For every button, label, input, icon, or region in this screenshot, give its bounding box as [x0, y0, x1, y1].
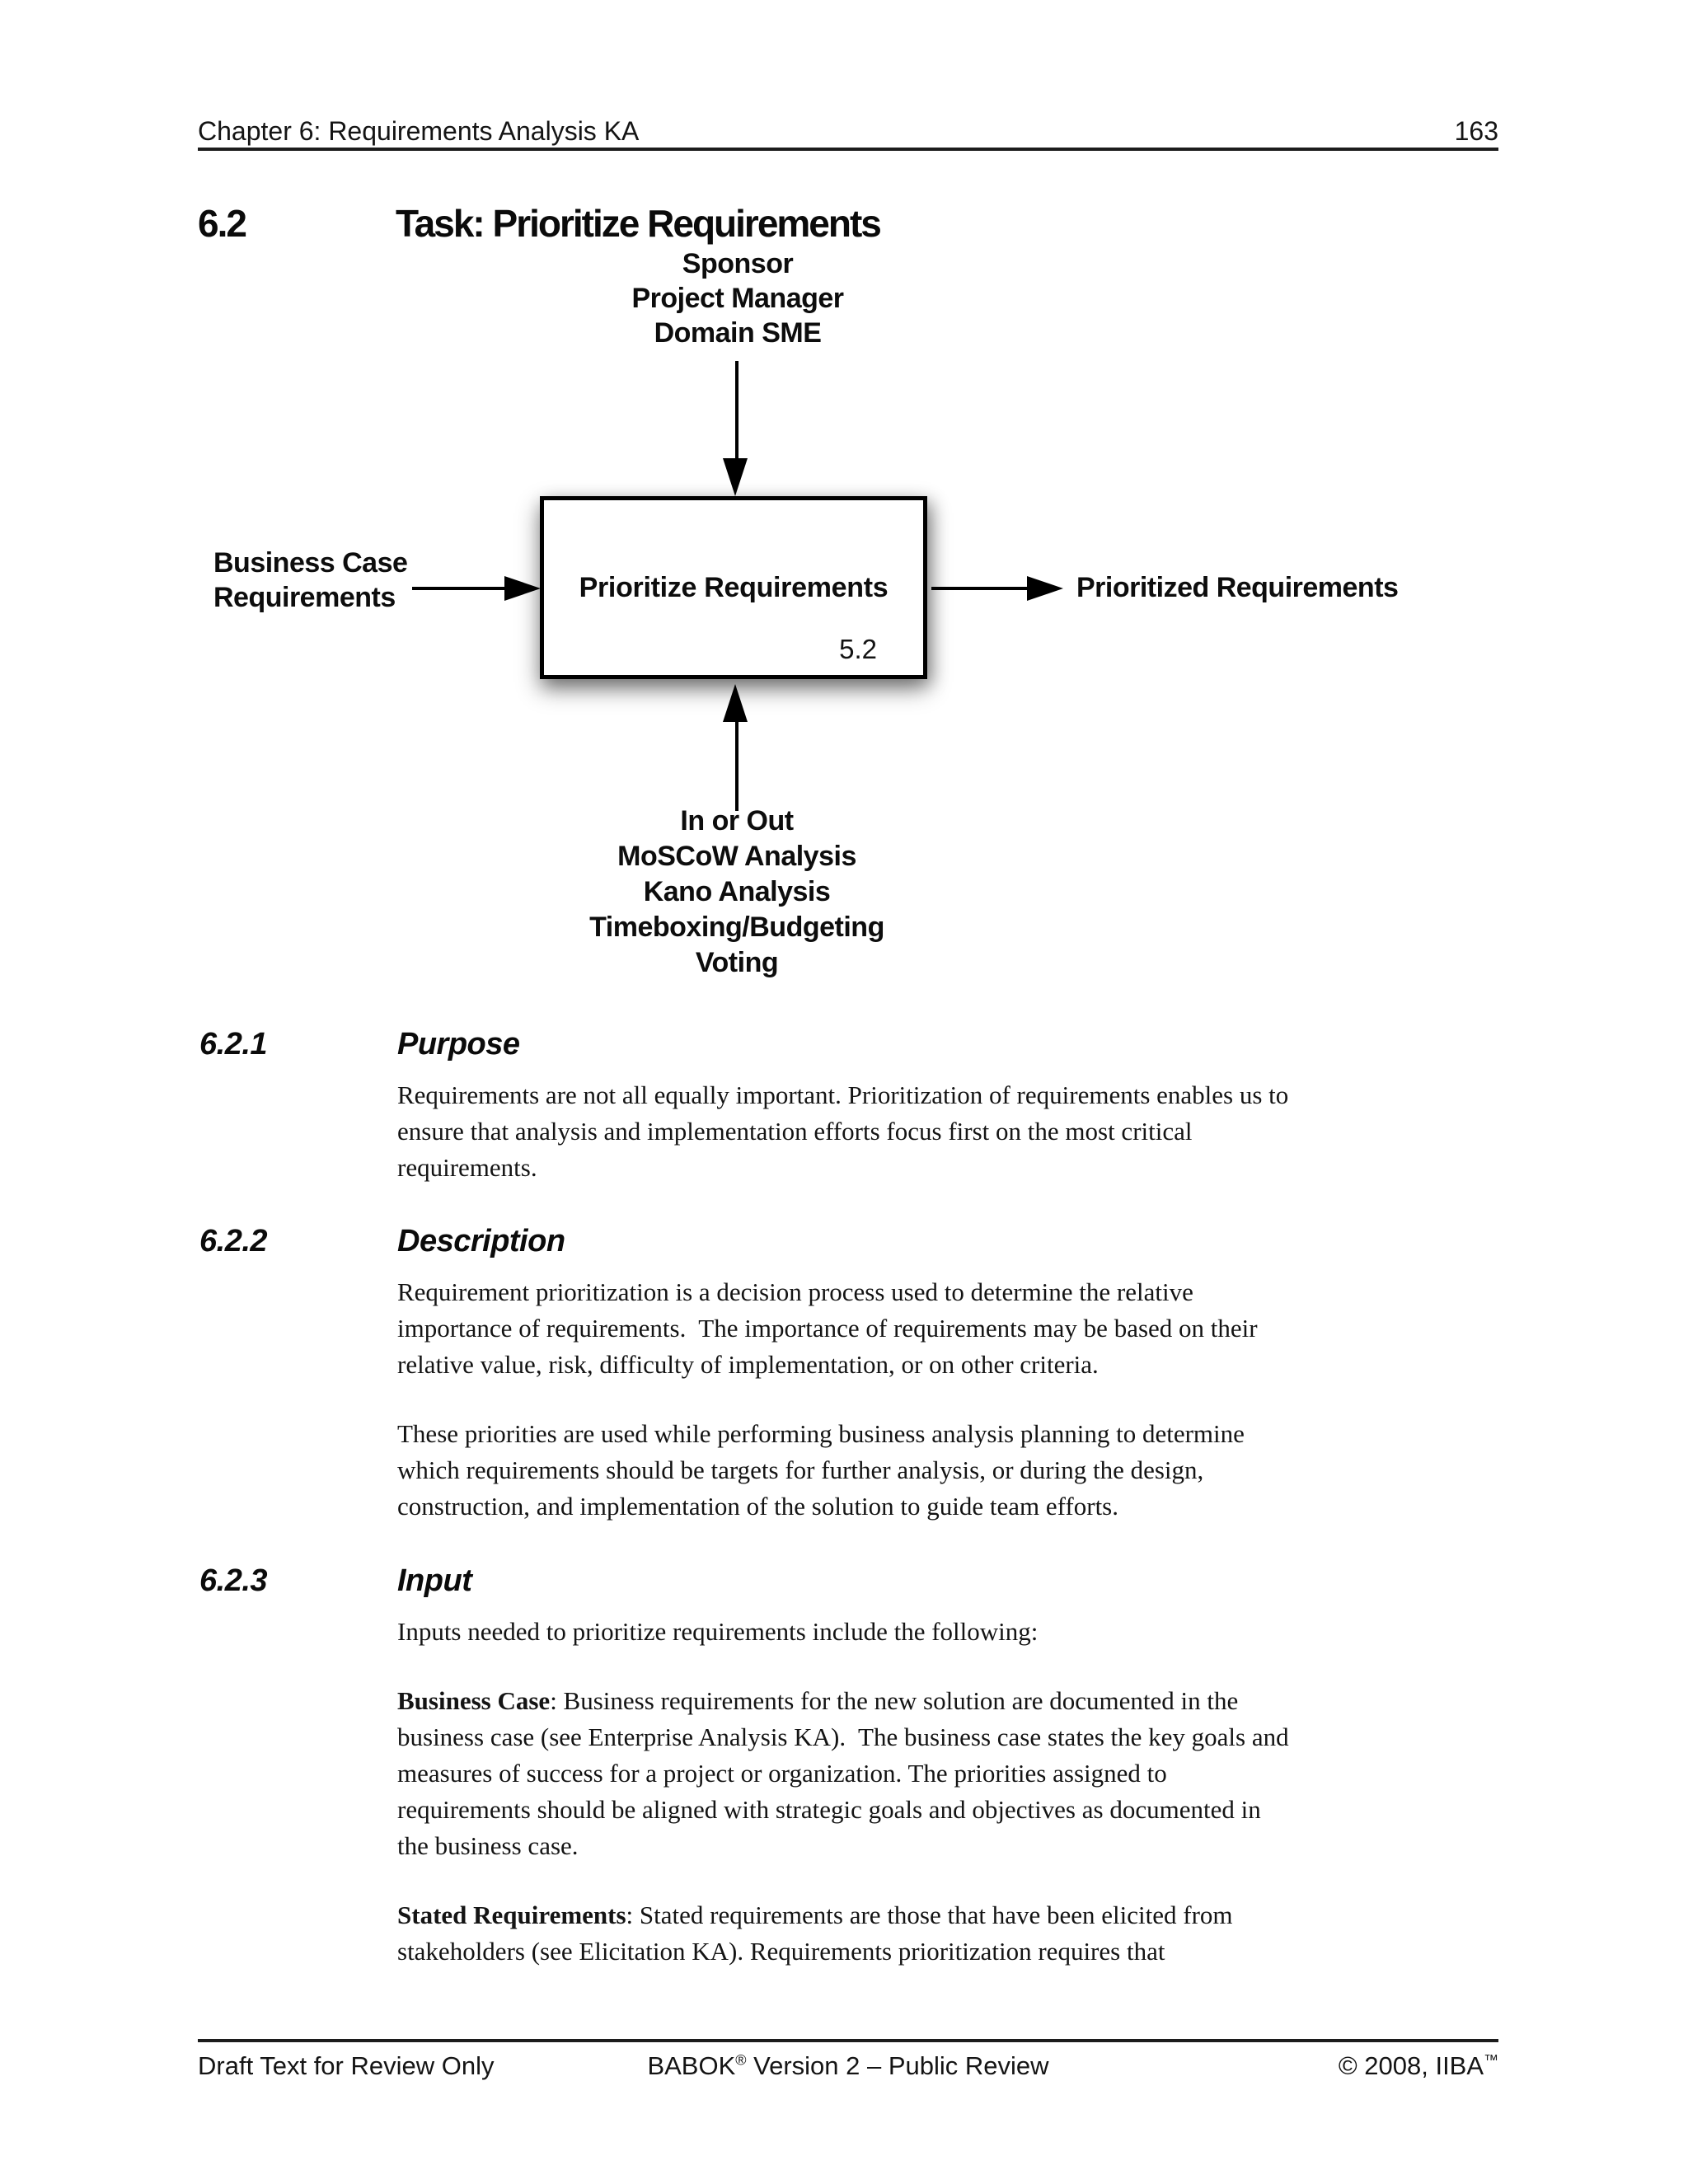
- input-label-line: Requirements: [213, 582, 396, 613]
- technique-label: Kano Analysis: [643, 876, 831, 907]
- page-header: Chapter 6: Requirements Analysis KA 163: [198, 110, 1498, 147]
- arrow-line-output: [931, 587, 1030, 590]
- arrow-line-input: [412, 587, 509, 590]
- footer-copyright: © 2008, IIBA™: [1116, 2051, 1498, 2081]
- process-box-title: Prioritize Requirements: [579, 571, 889, 603]
- arrow-right-icon-output: [1027, 576, 1063, 601]
- main-section-title: Task: Prioritize Requirements: [396, 202, 882, 245]
- section-number: 6.2.1: [199, 1027, 268, 1062]
- section-body: Inputs needed to prioritize requirements…: [397, 1614, 1551, 1970]
- arrow-line-top: [735, 361, 738, 460]
- footer-rule: [198, 2039, 1498, 2042]
- technique-label: Timeboxing/Budgeting: [589, 912, 884, 943]
- diagram-output-label: Prioritized Requirements: [1076, 572, 1399, 603]
- paragraph: These priorities are used while performi…: [397, 1416, 1551, 1525]
- registered-mark: ®: [735, 2051, 747, 2069]
- paragraph: Inputs needed to prioritize requirements…: [397, 1614, 1551, 1650]
- header-rule: [198, 148, 1498, 151]
- technique-label: Voting: [695, 947, 779, 978]
- arrow-right-icon-input: [504, 576, 541, 601]
- paragraph: Requirements are not all equally importa…: [397, 1077, 1551, 1186]
- section-title: Input: [397, 1563, 472, 1598]
- page-number: 163: [1454, 116, 1498, 146]
- main-section-heading: 6.2 Task: Prioritize Requirements: [198, 201, 882, 246]
- section-title: Description: [397, 1224, 565, 1258]
- section-heading: 6.2.2 Description: [199, 1221, 1551, 1261]
- paragraph-text: These priorities are used while performi…: [397, 1419, 1245, 1521]
- input-label-line: Business Case: [213, 547, 408, 579]
- paragraph-lead: Business Case: [397, 1686, 551, 1715]
- section-heading: 6.2.1 Purpose: [199, 1024, 1551, 1064]
- footer-document-title: BABOK® Version 2 – Public Review: [580, 2051, 1116, 2081]
- process-box: Prioritize Requirements 5.2: [540, 496, 927, 679]
- paragraph: Requirement prioritization is a decision…: [397, 1274, 1551, 1383]
- technique-label: MoSCoW Analysis: [617, 841, 856, 872]
- page-footer: Draft Text for Review Only BABOK® Versio…: [198, 2051, 1498, 2081]
- paragraph-text: : Stated requirements are those that hav…: [397, 1900, 1233, 1966]
- trademark-mark: ™: [1484, 2051, 1499, 2069]
- arrow-line-bottom: [735, 720, 738, 811]
- copyright-text: © 2008, IIBA: [1338, 2051, 1484, 2080]
- paragraph-text: : Business requirements for the new solu…: [397, 1686, 1289, 1860]
- process-box-number: 5.2: [839, 634, 877, 664]
- paragraph-text: Requirements are not all equally importa…: [397, 1080, 1289, 1182]
- section-body: Requirement prioritization is a decision…: [397, 1274, 1551, 1525]
- paragraph-lead: Stated Requirements: [397, 1900, 626, 1929]
- paragraph: Business Case: Business requirements for…: [397, 1683, 1551, 1864]
- footer-draft-note: Draft Text for Review Only: [198, 2051, 495, 2080]
- footer-babok: BABOK: [647, 2051, 736, 2080]
- section-title: Purpose: [397, 1027, 520, 1062]
- paragraph-text: Inputs needed to prioritize requirements…: [397, 1617, 1039, 1646]
- running-header-chapter: Chapter 6: Requirements Analysis KA: [198, 116, 640, 146]
- arrow-up-icon: [723, 684, 748, 722]
- paragraph-text: Requirement prioritization is a decision…: [397, 1277, 1258, 1379]
- footer-version: Version 2 – Public Review: [746, 2051, 1049, 2080]
- stakeholder-label: Domain SME: [654, 317, 822, 349]
- section-heading: 6.2.3 Input: [199, 1561, 1551, 1601]
- technique-label: In or Out: [680, 805, 794, 837]
- arrow-down-icon: [723, 458, 748, 496]
- stakeholder-label: Project Manager: [631, 283, 844, 314]
- section-body: Requirements are not all equally importa…: [397, 1077, 1551, 1186]
- stakeholder-label: Sponsor: [682, 248, 794, 279]
- section-number: 6.2.2: [199, 1224, 268, 1258]
- main-section-number: 6.2: [198, 202, 247, 245]
- section-number: 6.2.3: [199, 1563, 268, 1598]
- paragraph: Stated Requirements: Stated requirements…: [397, 1897, 1551, 1970]
